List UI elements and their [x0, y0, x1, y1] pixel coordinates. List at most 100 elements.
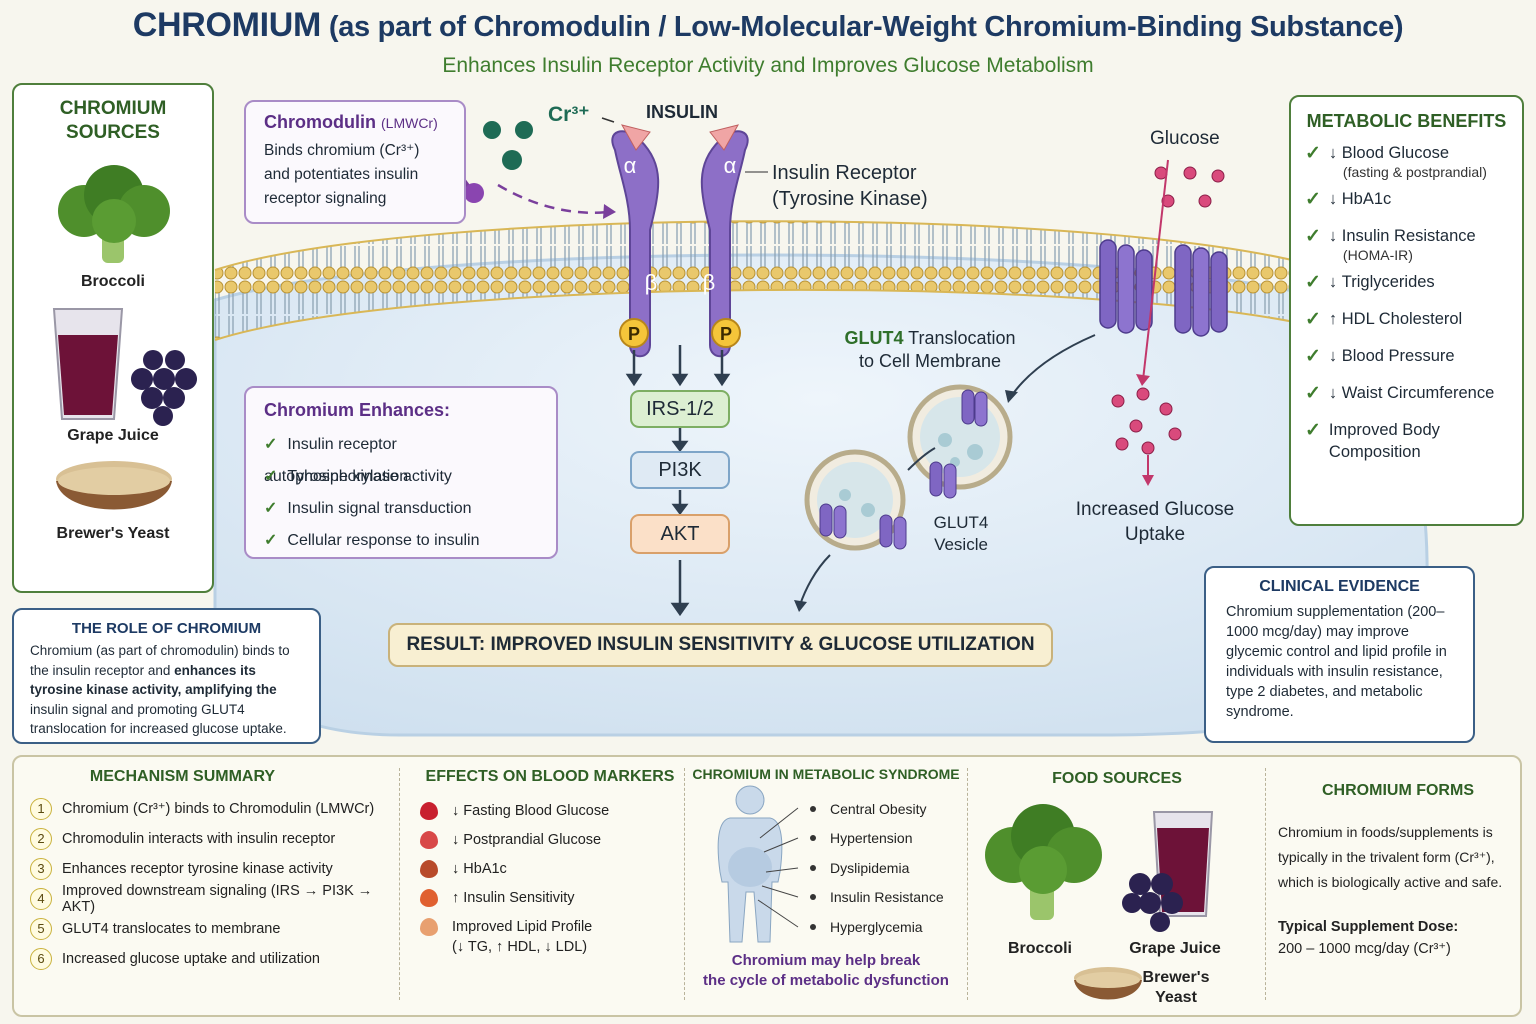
receptor-label-line2: (Tyrosine Kinase): [772, 188, 928, 210]
source-broccoli: Broccoli: [80, 273, 145, 290]
enhances-item-label: Insulin receptor autophosphorylation: [264, 436, 409, 485]
metsyn-item: Central Obesity: [810, 794, 944, 824]
arrow-down-icon: ↓: [1328, 227, 1342, 245]
marker-item: ↓ Postprandial Glucose: [420, 825, 680, 854]
enhances-title: Chromium Enhances:: [264, 400, 451, 420]
vesicle-label-line2: Vesicle: [934, 535, 988, 554]
glucose-uptake-label: Increased Glucose Uptake: [1070, 497, 1240, 547]
chromium-ion-label: Cr³⁺: [548, 103, 590, 126]
brewers-yeast-icon: [56, 461, 172, 510]
divider-3: [967, 768, 968, 1000]
pathway-step-irs: IRS-1/2: [630, 390, 730, 428]
summary-band: [12, 755, 1522, 1017]
step-number: 4: [30, 888, 52, 910]
check-icon: ✓: [1305, 309, 1321, 330]
divider-4: [1265, 768, 1266, 1000]
arrow-down-icon: ↓: [1328, 273, 1342, 291]
check-icon: ✓: [264, 468, 278, 485]
mechanism-item-label: GLUT4 translocates to membrane: [62, 921, 281, 937]
sources-title: CHROMIUM SOURCES: [14, 97, 212, 145]
marker-item: (↓ TG, ↑ HDL, ↓ LDL): [420, 937, 680, 957]
check-icon: ✓: [1305, 226, 1321, 247]
benefit-label: Improved Body Composition: [1329, 419, 1479, 463]
enhances-item: ✓ Insulin signal transduction: [264, 493, 538, 525]
check-icon: ✓: [1305, 189, 1321, 210]
mechanism-item-label: Chromodulin interacts with insulin recep…: [62, 831, 336, 847]
food-grape-label: Grape Juice: [1129, 940, 1221, 957]
check-icon: ✓: [1305, 143, 1321, 164]
chromium-sources-panel: CHROMIUM SOURCES Broccoli Grape Juice Br…: [12, 83, 214, 593]
title-rest: (as part of Chromodulin / Low-Molecular-…: [321, 11, 1404, 43]
role-text-plain1: Chromium (as part of chromodulin) binds …: [30, 643, 290, 678]
metsyn-item: Hyperglycemia: [810, 912, 944, 942]
benefit-item: ✓↓ Blood Glucose(fasting & postprandial): [1305, 142, 1508, 180]
enhances-item: ✓Cellular response to insulin: [264, 525, 538, 557]
check-icon: ✓: [264, 532, 278, 549]
marker-item: ↓ Fasting Blood Glucose: [420, 796, 680, 825]
uptake-line2: Uptake: [1124, 524, 1186, 545]
sources-title-line1: CHROMIUM: [59, 98, 167, 119]
glut4-title-bold: GLUT4: [844, 328, 904, 348]
metsyn-footer-line1: Chromium may help break: [731, 952, 921, 969]
marker-label: Improved Lipid Profile: [452, 918, 593, 935]
metsyn-item: Hypertension: [810, 824, 944, 854]
glut4-transporters: [1099, 239, 1228, 337]
clinical-text: Chromium supplementation (200–1000 mcg/d…: [1226, 604, 1447, 720]
blood-drop-icon: [420, 801, 438, 820]
bullet-dot: [810, 805, 816, 812]
chromodulin-title: Chromodulin (LMWCr): [264, 112, 446, 133]
food-yeast-line2: Yeast: [1155, 989, 1197, 1006]
uptake-line1: Increased Glucose: [1075, 499, 1235, 520]
mechanism-item-label: Chromium (Cr³⁺) binds to Chromodulin (LM…: [62, 801, 375, 817]
bullet-dot: [810, 923, 816, 930]
dose-label: Typical Supplement Dose:: [1278, 919, 1459, 935]
broccoli-icon: [58, 165, 170, 263]
enhances-item: ✓Insulin receptor autophosphorylation: [264, 429, 538, 485]
arrow-down-icon: ↓: [1328, 384, 1342, 402]
cell-membrane: [215, 221, 1330, 340]
benefit-item: ✓ ↑ HDL Cholesterol: [1305, 308, 1508, 331]
mechanism-title: MECHANISM SUMMARY: [89, 768, 276, 785]
blood-drop-icon: [420, 888, 438, 907]
benefit-label-text: HDL Cholesterol: [1341, 310, 1463, 328]
blood-markers: EFFECTS ON BLOOD MARKERS ↓ Fasting Blood…: [420, 768, 680, 957]
food-broccoli-icon: [985, 804, 1102, 920]
benefit-label-text: Insulin Resistance: [1341, 227, 1476, 245]
check-icon: ✓: [264, 500, 278, 517]
role-of-chromium-box: THE ROLE OF CHROMIUM Chromium (as part o…: [12, 608, 321, 744]
marker-label: ↑ Insulin Sensitivity: [452, 889, 575, 906]
benefits-title: METABOLIC BENEFITS: [1306, 111, 1507, 131]
check-icon: ✓: [1305, 420, 1321, 441]
step-number: 3: [30, 858, 52, 880]
food-grape-juice-icon: [1122, 811, 1214, 932]
enhances-item-label: Insulin signal transduction: [287, 500, 472, 517]
phosphate-right: [711, 318, 741, 348]
beta-right: β: [703, 270, 716, 295]
pathway-step-akt: AKT: [630, 514, 730, 554]
alpha-left: α: [624, 153, 637, 178]
source-brewers-yeast: Brewer's Yeast: [56, 525, 170, 542]
chromodulin-box: Chromodulin (LMWCr) Binds chromium (Cr³⁺…: [244, 100, 466, 224]
benefit-label: ↓ Blood Glucose: [1329, 142, 1487, 164]
mechanism-item-label: Enhances receptor tyrosine kinase activi…: [62, 861, 333, 877]
cell-diagram: α α β β P P: [213, 117, 1429, 737]
food-broccoli-label: Broccoli: [1007, 940, 1072, 957]
marker-label: (↓ TG, ↑ HDL, ↓ LDL): [452, 939, 588, 955]
check-icon: ✓: [1305, 272, 1321, 293]
receptor-label-line1: Insulin Receptor: [772, 162, 917, 184]
benefit-item: ✓↓ Blood Pressure: [1305, 345, 1508, 368]
step-number: 1: [30, 798, 52, 820]
arrow-up-icon: ↑: [1328, 310, 1342, 328]
check-icon: ✓: [1305, 346, 1321, 367]
enhances-item: ✓Tyrosine kinase activity: [264, 461, 538, 493]
metsyn-item-label: Hyperglycemia: [830, 918, 923, 935]
metsyn-item-label: Insulin Resistance: [830, 889, 944, 906]
chromodulin-title-text: Chromodulin: [264, 112, 376, 132]
role-text-plain2: insulin signal and promoting GLUT4 trans…: [30, 701, 287, 737]
role-text-bold: enhances its tyrosine kinase activity, a…: [30, 662, 277, 698]
bullet-dot: [810, 894, 816, 901]
divider-1: [399, 768, 400, 1000]
